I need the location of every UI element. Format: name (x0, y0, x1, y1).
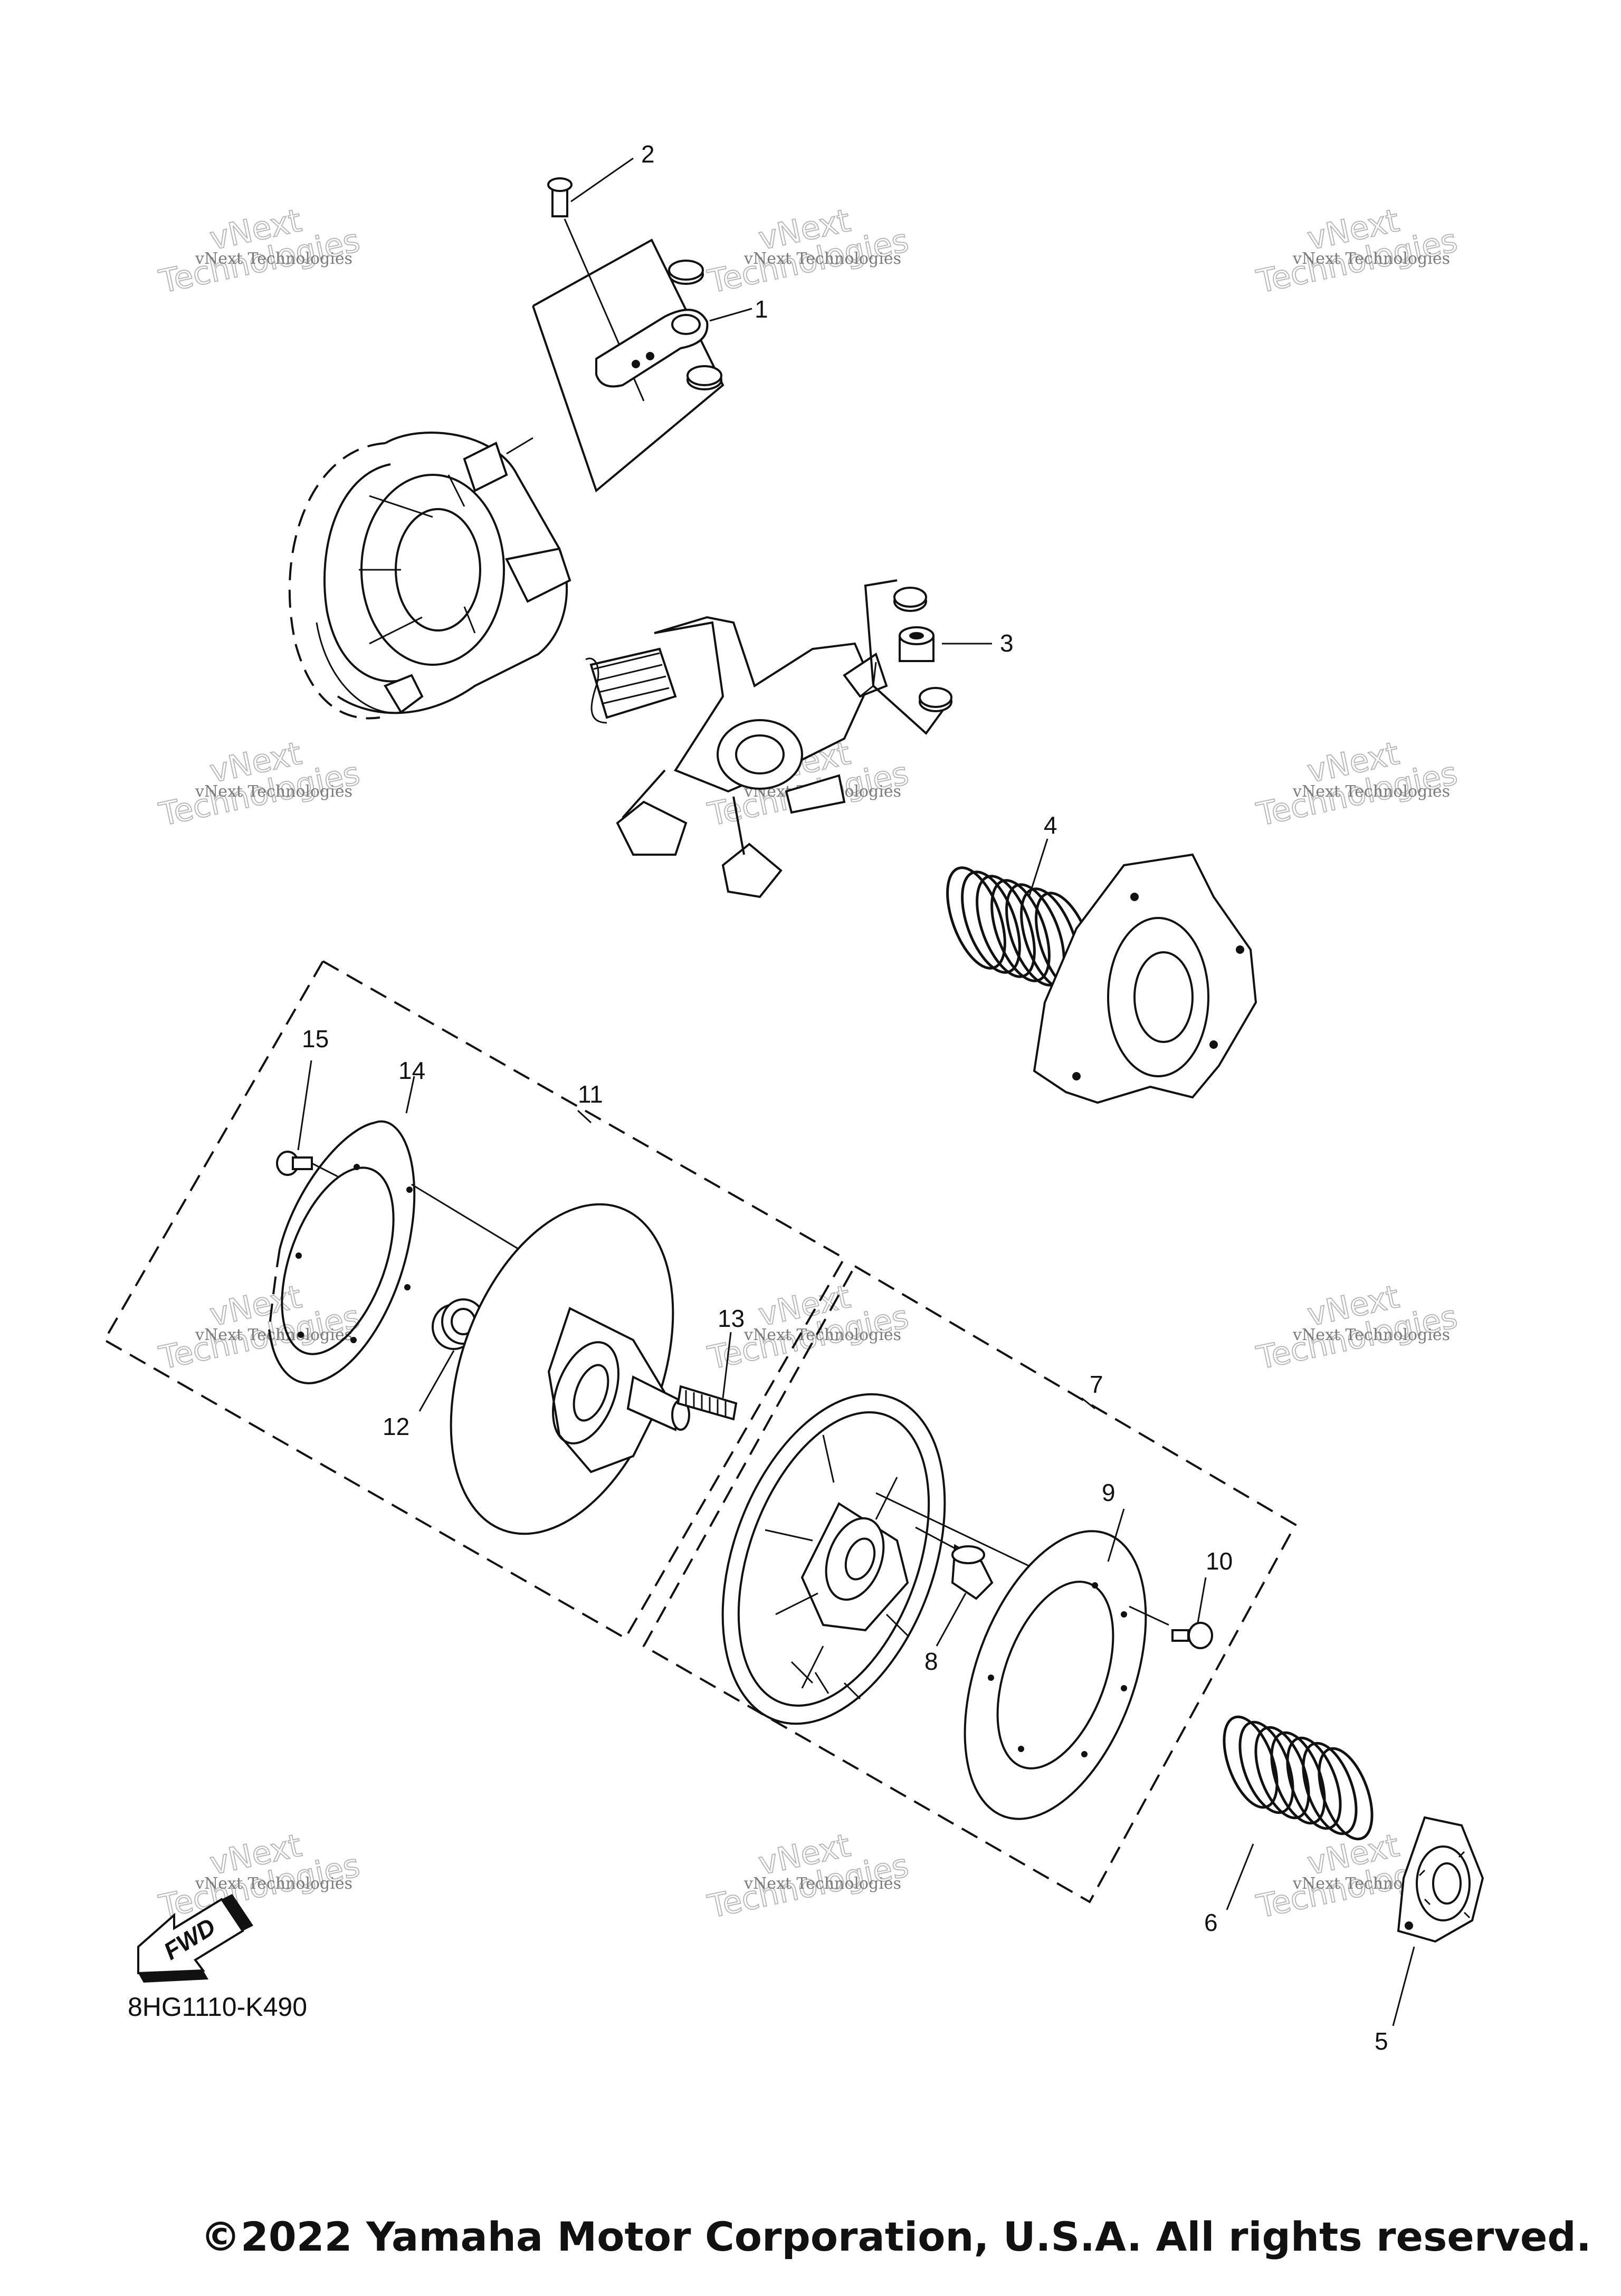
part-13-stud (676, 1332, 738, 1421)
callout-5: 5 (1375, 2027, 1388, 2055)
part-7-sheave (721, 1393, 1098, 1725)
fwd-arrow-icon: FWD (137, 1894, 253, 1983)
callout-6: 6 (1204, 1909, 1218, 1936)
callout-7: 7 (1090, 1371, 1103, 1398)
fixed-sheave (288, 432, 571, 720)
spring-coil (976, 875, 1036, 978)
callout-15: 15 (302, 1025, 329, 1053)
watermark-text: vNext Technologies (195, 1874, 352, 1893)
callout-14: 14 (398, 1057, 425, 1084)
part-10-screw (1171, 1577, 1213, 1649)
part-2-pin (547, 157, 634, 217)
callout-8: 8 (924, 1648, 938, 1675)
spring-coil (961, 870, 1021, 974)
part-11-movable-sheave (450, 1203, 690, 1535)
group-11-frame (103, 960, 846, 1640)
spring-coil (990, 879, 1051, 982)
watermark-text: vNext Technologies (743, 1874, 901, 1893)
callout-13: 13 (718, 1305, 745, 1332)
spring-coil (1318, 1747, 1374, 1841)
callout-9: 9 (1102, 1479, 1115, 1506)
part-14-plate (268, 1076, 539, 1384)
spring-coil (1286, 1736, 1342, 1830)
part-15-screw (276, 1060, 338, 1178)
part-1-weight-arm (506, 218, 752, 493)
watermark-text: vNext Technologies (1292, 1326, 1450, 1344)
part-9-plate (964, 1508, 1169, 1820)
watermark-text: vNext Technologies (1292, 782, 1450, 801)
watermark-text: vNext Technologies (195, 250, 352, 268)
callout-11: 11 (578, 1080, 603, 1108)
watermark-text: vNext Technologies (743, 250, 901, 268)
callout-12: 12 (383, 1413, 409, 1440)
spring-coil (1270, 1731, 1326, 1825)
watermark-text: vNext Technologies (743, 1326, 901, 1344)
spring-coil (1238, 1720, 1294, 1814)
copyright-notice: ©2022 Yamaha Motor Corporation, U.S.A. A… (201, 2213, 1591, 2260)
diagram-code: 8HG1110-K490 (128, 1992, 308, 2022)
spring-coil (1254, 1726, 1310, 1820)
callout-1: 1 (755, 295, 768, 323)
spring-coil (946, 866, 1006, 970)
part-3-roller (860, 579, 992, 735)
callout-4: 4 (1044, 811, 1057, 839)
callout-labels: 2 1 3 4 11 14 15 13 12 7 9 10 8 6 5 (302, 140, 1388, 2055)
group-7-frame (642, 1265, 1297, 1903)
spring-coil (1302, 1742, 1358, 1835)
part-5-spring-seat (1392, 1816, 1484, 2026)
watermark-text: vNext Technologies (195, 782, 352, 801)
spring-coil (1223, 1715, 1279, 1809)
callout-2: 2 (641, 140, 655, 168)
watermark-text: vNext Technologies (1292, 250, 1450, 268)
callout-10: 10 (1206, 1547, 1233, 1575)
watermark-text: vNext Technologies (195, 1326, 352, 1344)
cap-cover (1033, 853, 1257, 1104)
part-6-spring (1223, 1715, 1374, 1910)
callout-3: 3 (1000, 629, 1014, 657)
spider-hub (585, 616, 888, 898)
part-8-slider (915, 1526, 994, 1647)
